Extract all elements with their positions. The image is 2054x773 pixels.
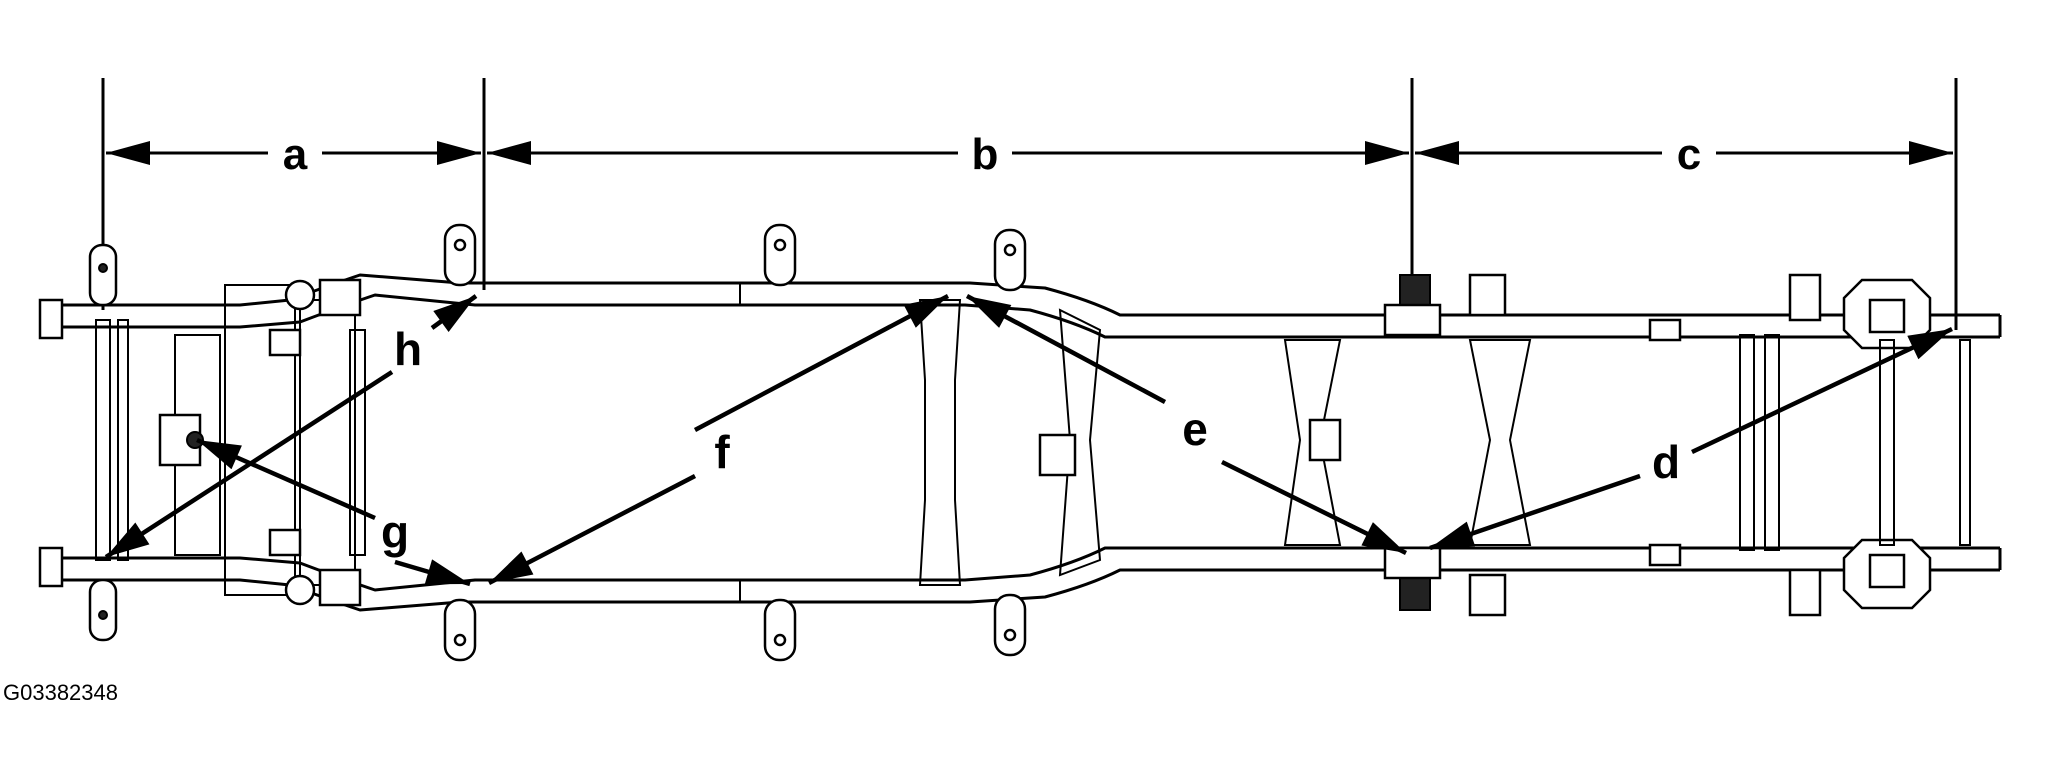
dimension-label-c: c [1677, 130, 1701, 179]
dimension-a: a [106, 130, 481, 179]
dimension-label-a: a [283, 130, 308, 179]
callout-leaders [104, 294, 1953, 587]
extension-lines [101, 78, 1958, 330]
callout-label-h: h [394, 323, 422, 375]
callout-labels: d e f g h [381, 323, 1680, 558]
dimension-b: b [487, 130, 1409, 179]
callout-label-f: f [714, 426, 730, 478]
callout-label-d: d [1652, 436, 1680, 488]
dimension-c: c [1415, 130, 1953, 179]
callout-label-g: g [381, 506, 409, 558]
callout-label-e: e [1182, 403, 1208, 455]
dimension-label-b: b [972, 130, 999, 179]
vehicle-frame [38, 223, 2002, 662]
figure-code: G03382348 [3, 680, 118, 705]
